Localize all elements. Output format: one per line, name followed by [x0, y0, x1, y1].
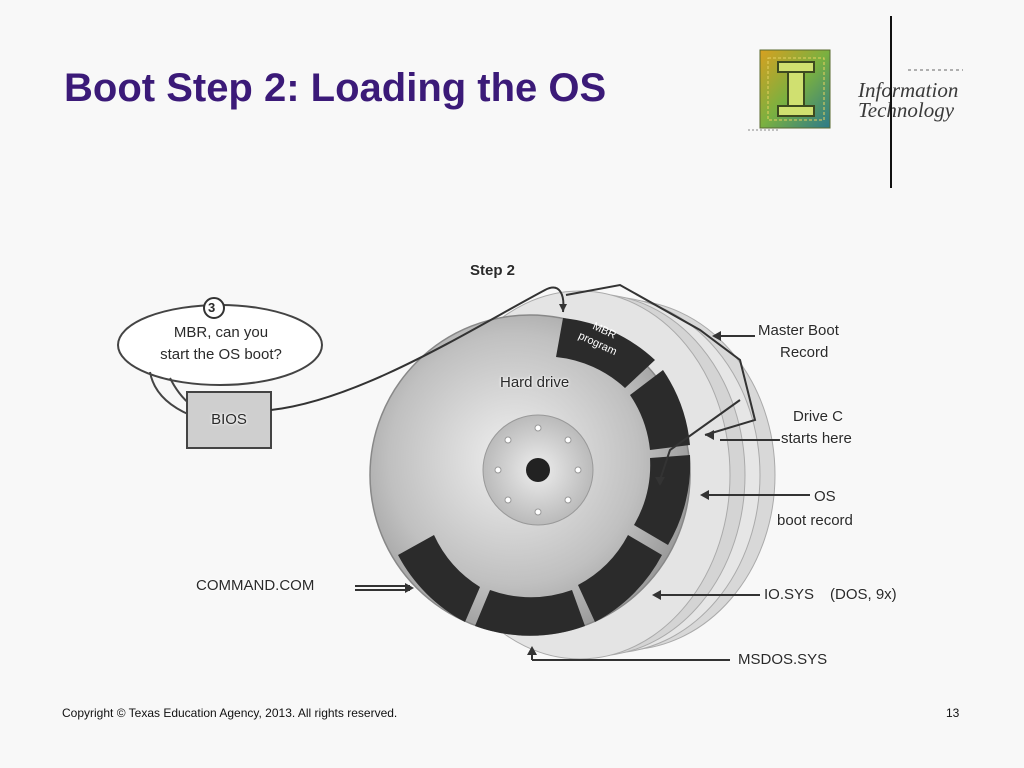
logo-text-technology: Technology: [858, 98, 955, 122]
slide-title: Boot Step 2: Loading the OS: [64, 66, 607, 110]
page-number: 13: [946, 706, 960, 720]
os-label-1: OS: [814, 488, 836, 505]
msdos-sys-label: MSDOS.SYS: [738, 651, 828, 668]
segment-mbr: [556, 318, 655, 388]
master-boot-label-1: Master Boot: [758, 322, 839, 339]
callout-line-1: MBR, can you: [173, 324, 269, 341]
segment-msdos-sys: [475, 590, 585, 636]
drive-c-label-1: Drive C: [793, 408, 844, 425]
step-number: 3: [208, 300, 216, 315]
disk-segments: [398, 318, 691, 636]
information-technology-logo: [748, 49, 963, 131]
segment-drive-c: [630, 370, 690, 450]
master-boot-label-2: Record: [780, 344, 829, 361]
io-sys-note: (DOS, 9x): [830, 586, 897, 603]
bios-box: [186, 391, 272, 449]
header-divider: [890, 16, 892, 188]
bios-label: BIOS: [211, 411, 247, 428]
drive-c-label-2: starts here: [781, 430, 852, 447]
segment-io-sys: [578, 535, 662, 622]
step-label: Step 2: [470, 262, 516, 279]
os-label-2: boot record: [777, 512, 853, 529]
callout-line-2: start the OS boot?: [160, 346, 282, 363]
command-com-label: COMMAND.COM: [196, 577, 315, 594]
step-number-badge: [203, 297, 225, 319]
segment-command-com: [398, 535, 480, 622]
logo-text-information: Information: [858, 78, 959, 102]
segment-os-boot: [634, 455, 691, 545]
copyright-footer: Copyright © Texas Education Agency, 2013…: [62, 706, 398, 720]
io-sys-label: IO.SYS: [764, 586, 815, 603]
hard-drive-label: Hard drive: [500, 374, 570, 391]
